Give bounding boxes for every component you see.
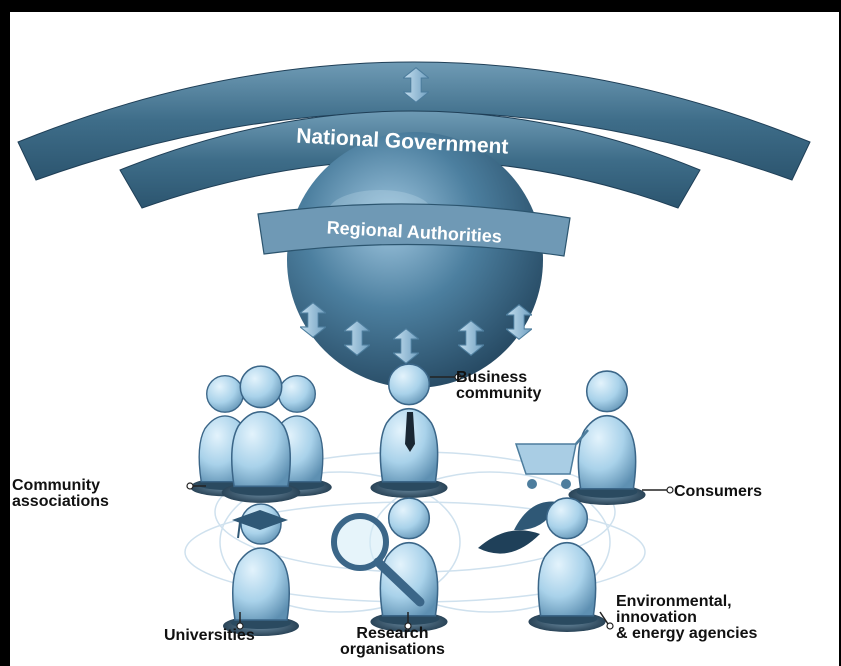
consumers-figure [514,370,674,506]
environmental-agencies-label: Environmental, innovation & energy agenc… [616,593,758,642]
universities-figure [222,503,300,637]
research-organisations-figure [331,497,449,633]
business-community-label: Business community [456,369,542,402]
community-associations-label: Community associations [12,477,109,510]
governance-diagram: EU National Government Regional Authorit… [17,44,811,637]
environmental-agencies-figure [527,497,614,633]
regional-authorities-banner [257,203,571,257]
regional-sphere [287,132,543,388]
leaf-icon [478,501,558,554]
universities-label: Universities [164,627,255,644]
consumers-label: Consumers [674,483,763,500]
research-organisations-label: Research organisations [340,625,445,658]
eu-band [17,61,811,181]
eu-label: EU [397,44,423,65]
business-community-figure [369,363,462,499]
community-associations-figure [189,365,333,504]
diagram-frame: EU National Government Regional Authorit… [10,12,839,666]
